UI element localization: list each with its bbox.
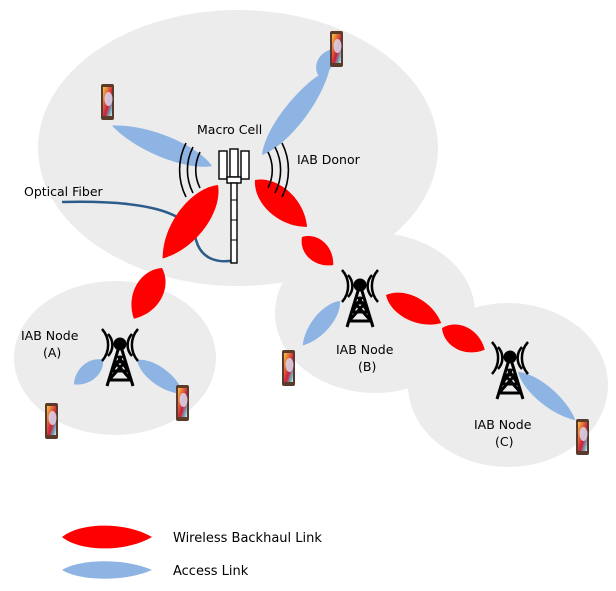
legend-access-swatch xyxy=(62,561,152,579)
phone-icon xyxy=(330,31,343,67)
iab-node-c-sublabel: (C) xyxy=(495,434,513,449)
macro-cell-coverage xyxy=(38,10,438,286)
legend: Wireless Backhaul Link Access Link xyxy=(62,525,322,579)
phone-icon xyxy=(176,385,189,421)
iab-node-a-label: IAB Node xyxy=(21,328,79,343)
legend-access-label: Access Link xyxy=(173,564,249,579)
macro-cell-label: Macro Cell xyxy=(197,122,262,137)
phone-icon xyxy=(576,419,589,455)
phone-icon xyxy=(101,84,114,120)
iab-node-b-sublabel: (B) xyxy=(358,359,376,374)
iab-node-b-label: IAB Node xyxy=(336,342,394,357)
iab-donor-label: IAB Donor xyxy=(297,152,361,167)
iab-node-c-label: IAB Node xyxy=(474,417,532,432)
legend-backhaul-label: Wireless Backhaul Link xyxy=(173,531,322,546)
legend-backhaul-swatch xyxy=(62,525,152,549)
optical-fiber-label: Optical Fiber xyxy=(24,184,104,199)
iab-node-a-sublabel: (A) xyxy=(43,345,61,360)
phone-icon xyxy=(45,403,58,439)
phone-icon xyxy=(282,350,295,386)
macro-tower-icon xyxy=(178,142,290,264)
